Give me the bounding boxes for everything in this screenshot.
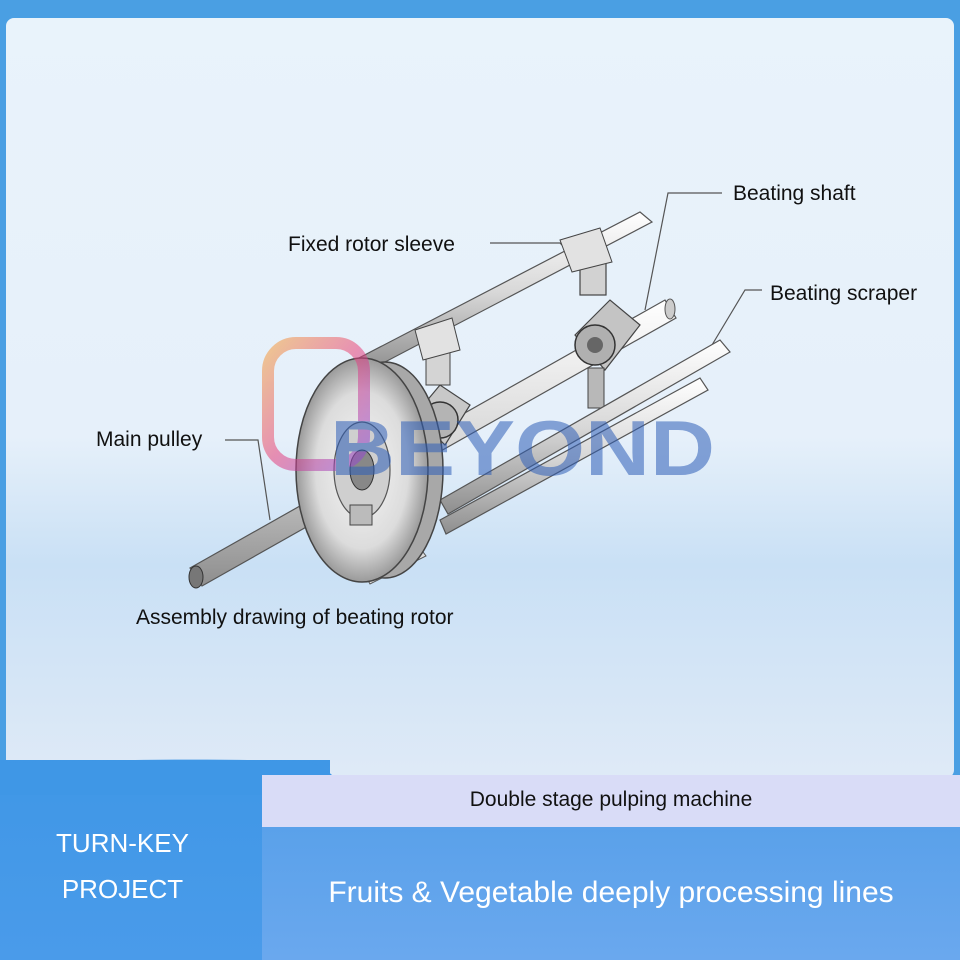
beyond-watermark-logo: BEYOND xyxy=(262,337,715,492)
tagline-text: Fruits & Vegetable deeply processing lin… xyxy=(328,876,894,909)
watermark-text: BEYOND xyxy=(330,404,715,492)
footer-wave xyxy=(0,759,332,795)
leader-lines xyxy=(225,192,762,521)
turnkey-text: TURN-KEY PROJECT xyxy=(0,820,245,912)
leader-main-pulley xyxy=(225,439,271,521)
subtitle-bar xyxy=(262,775,960,827)
label-beating-scraper: Beating scraper xyxy=(770,282,918,305)
rear-hub xyxy=(559,227,641,409)
turnkey-line-1: TURN-KEY xyxy=(56,828,189,858)
subtitle-text: Double stage pulping machine xyxy=(469,788,753,811)
turnkey-line-2: PROJECT xyxy=(61,874,184,904)
label-beating-shaft: Beating shaft xyxy=(733,182,856,205)
leader-beating-scraper xyxy=(711,289,762,346)
label-fixed-rotor-sleeve: Fixed rotor sleeve xyxy=(288,233,455,256)
diagram-panel xyxy=(6,18,954,778)
label-main-pulley: Main pulley xyxy=(96,428,203,451)
leader-beating-shaft xyxy=(644,192,722,311)
middle-hub xyxy=(414,317,471,446)
tagline-bar xyxy=(262,827,960,960)
diagram-caption: Assembly drawing of beating rotor xyxy=(136,606,454,629)
